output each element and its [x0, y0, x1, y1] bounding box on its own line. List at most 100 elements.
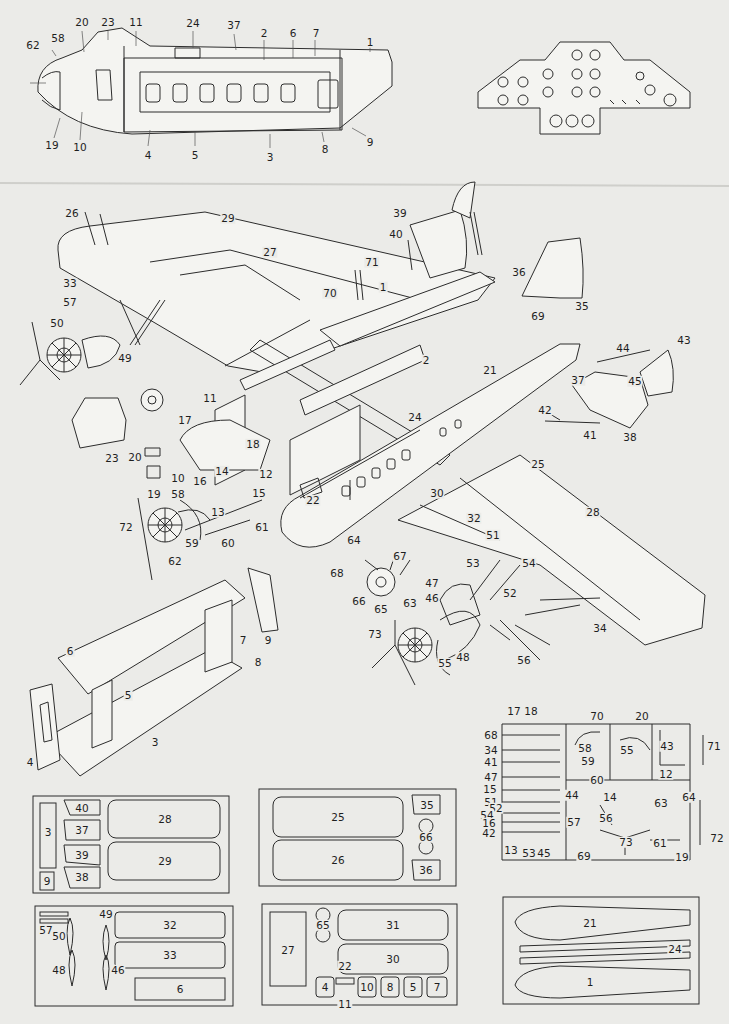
callout-number: 66 — [351, 596, 366, 607]
callout-number: 41 — [582, 430, 597, 441]
callout-number: 34 — [483, 745, 498, 756]
callout-number: 23 — [104, 453, 119, 464]
drawing-line — [148, 396, 156, 404]
callout-number: 29 — [220, 213, 235, 224]
callout-number: 69 — [576, 851, 591, 862]
drawing-line — [398, 455, 705, 645]
drawing-line — [498, 95, 508, 105]
drawing-line — [522, 238, 583, 298]
callout-number: 66 — [418, 832, 433, 843]
drawing-line — [398, 628, 432, 662]
drawing-line — [316, 977, 334, 997]
drawing-line — [273, 840, 403, 880]
callout-number: 58 — [170, 489, 185, 500]
drawing-line — [520, 940, 690, 964]
drawing-line — [518, 77, 528, 87]
callout-number: 32 — [162, 920, 177, 931]
callout-number: 51 — [485, 530, 500, 541]
callout-number: 40 — [388, 229, 403, 240]
callout-number: 12 — [258, 469, 273, 480]
paper-fold — [0, 183, 729, 186]
callout-number: 48 — [455, 652, 470, 663]
drawing-line — [240, 340, 335, 390]
callout-number: 3 — [151, 737, 160, 748]
callout-number: 4 — [321, 982, 330, 993]
callout-number: 43 — [659, 741, 674, 752]
callout-number: 10 — [359, 982, 374, 993]
drawing-line — [502, 724, 690, 860]
callout-number: 17 — [506, 706, 521, 717]
callout-number: 45 — [627, 376, 642, 387]
callout-number: 40 — [74, 803, 89, 814]
drawing-line — [412, 795, 440, 880]
drawing-line — [358, 977, 376, 997]
callout-number: 52 — [502, 588, 517, 599]
callout-number: 68 — [329, 568, 344, 579]
drawing-line — [135, 978, 225, 1000]
drawing-line — [248, 568, 278, 632]
drawing-line — [120, 240, 412, 345]
callout-number: 60 — [589, 775, 604, 786]
callout-number: 56 — [598, 813, 613, 824]
drawing-line — [145, 448, 160, 478]
drawing-line — [96, 70, 112, 100]
callout-number: 24 — [407, 412, 422, 423]
callout-number: 17 — [177, 415, 192, 426]
callout-number: 5 — [124, 690, 133, 701]
callout-number: 30 — [429, 488, 444, 499]
callout-number: 63 — [653, 798, 668, 809]
drawing-line — [115, 942, 225, 968]
drawing-line — [610, 100, 640, 104]
drawing-line — [543, 69, 553, 79]
drawing-line — [146, 80, 338, 108]
callout-number: 33 — [62, 278, 77, 289]
drawing-line — [67, 918, 109, 990]
drawing-line — [40, 912, 68, 916]
callout-number: 37 — [74, 825, 89, 836]
callout-number: 4 — [26, 757, 35, 768]
callout-number: 26 — [330, 855, 345, 866]
callout-number: 64 — [346, 535, 361, 546]
drawing-line — [470, 560, 600, 615]
callout-number: 25 — [330, 812, 345, 823]
callout-number: 71 — [364, 257, 379, 268]
callout-number: 21 — [582, 918, 597, 929]
drawing-line — [381, 977, 399, 997]
drawing-line — [518, 95, 528, 105]
callout-number: 46 — [424, 593, 439, 604]
callout-number: 22 — [337, 961, 352, 972]
drawing-line — [455, 420, 461, 428]
drawing-line — [92, 680, 112, 748]
drawing-line — [502, 735, 560, 832]
callout-number: 27 — [262, 247, 277, 258]
drawing-line — [124, 58, 342, 132]
drawing-line — [262, 904, 457, 1005]
callout-number: 73 — [618, 837, 633, 848]
drawing-line — [148, 508, 182, 542]
drawing-line — [173, 84, 187, 102]
callout-number: 5 — [409, 982, 418, 993]
callout-number: 8 — [321, 144, 330, 155]
callout-number: 41 — [483, 757, 498, 768]
drawing-line — [85, 212, 108, 245]
callout-number: 63 — [402, 598, 417, 609]
callout-number: 32 — [466, 513, 481, 524]
callout-number: 12 — [658, 769, 673, 780]
drawing-line — [227, 84, 241, 102]
callout-number: 26 — [64, 208, 79, 219]
callout-number: 39 — [74, 850, 89, 861]
callout-number: 9 — [43, 876, 52, 887]
drawing-line — [566, 115, 578, 127]
callout-number: 19 — [146, 489, 161, 500]
drawing-line — [42, 72, 60, 110]
drawing-line — [273, 797, 403, 837]
callout-number: 21 — [482, 365, 497, 376]
drawing-line — [254, 84, 268, 102]
drawing-line — [40, 702, 52, 742]
instrument-panel — [478, 42, 690, 134]
callout-number: 33 — [162, 950, 177, 961]
callout-number: 68 — [483, 730, 498, 741]
callout-number: 20 — [74, 17, 89, 28]
callout-number: 48 — [51, 965, 66, 976]
